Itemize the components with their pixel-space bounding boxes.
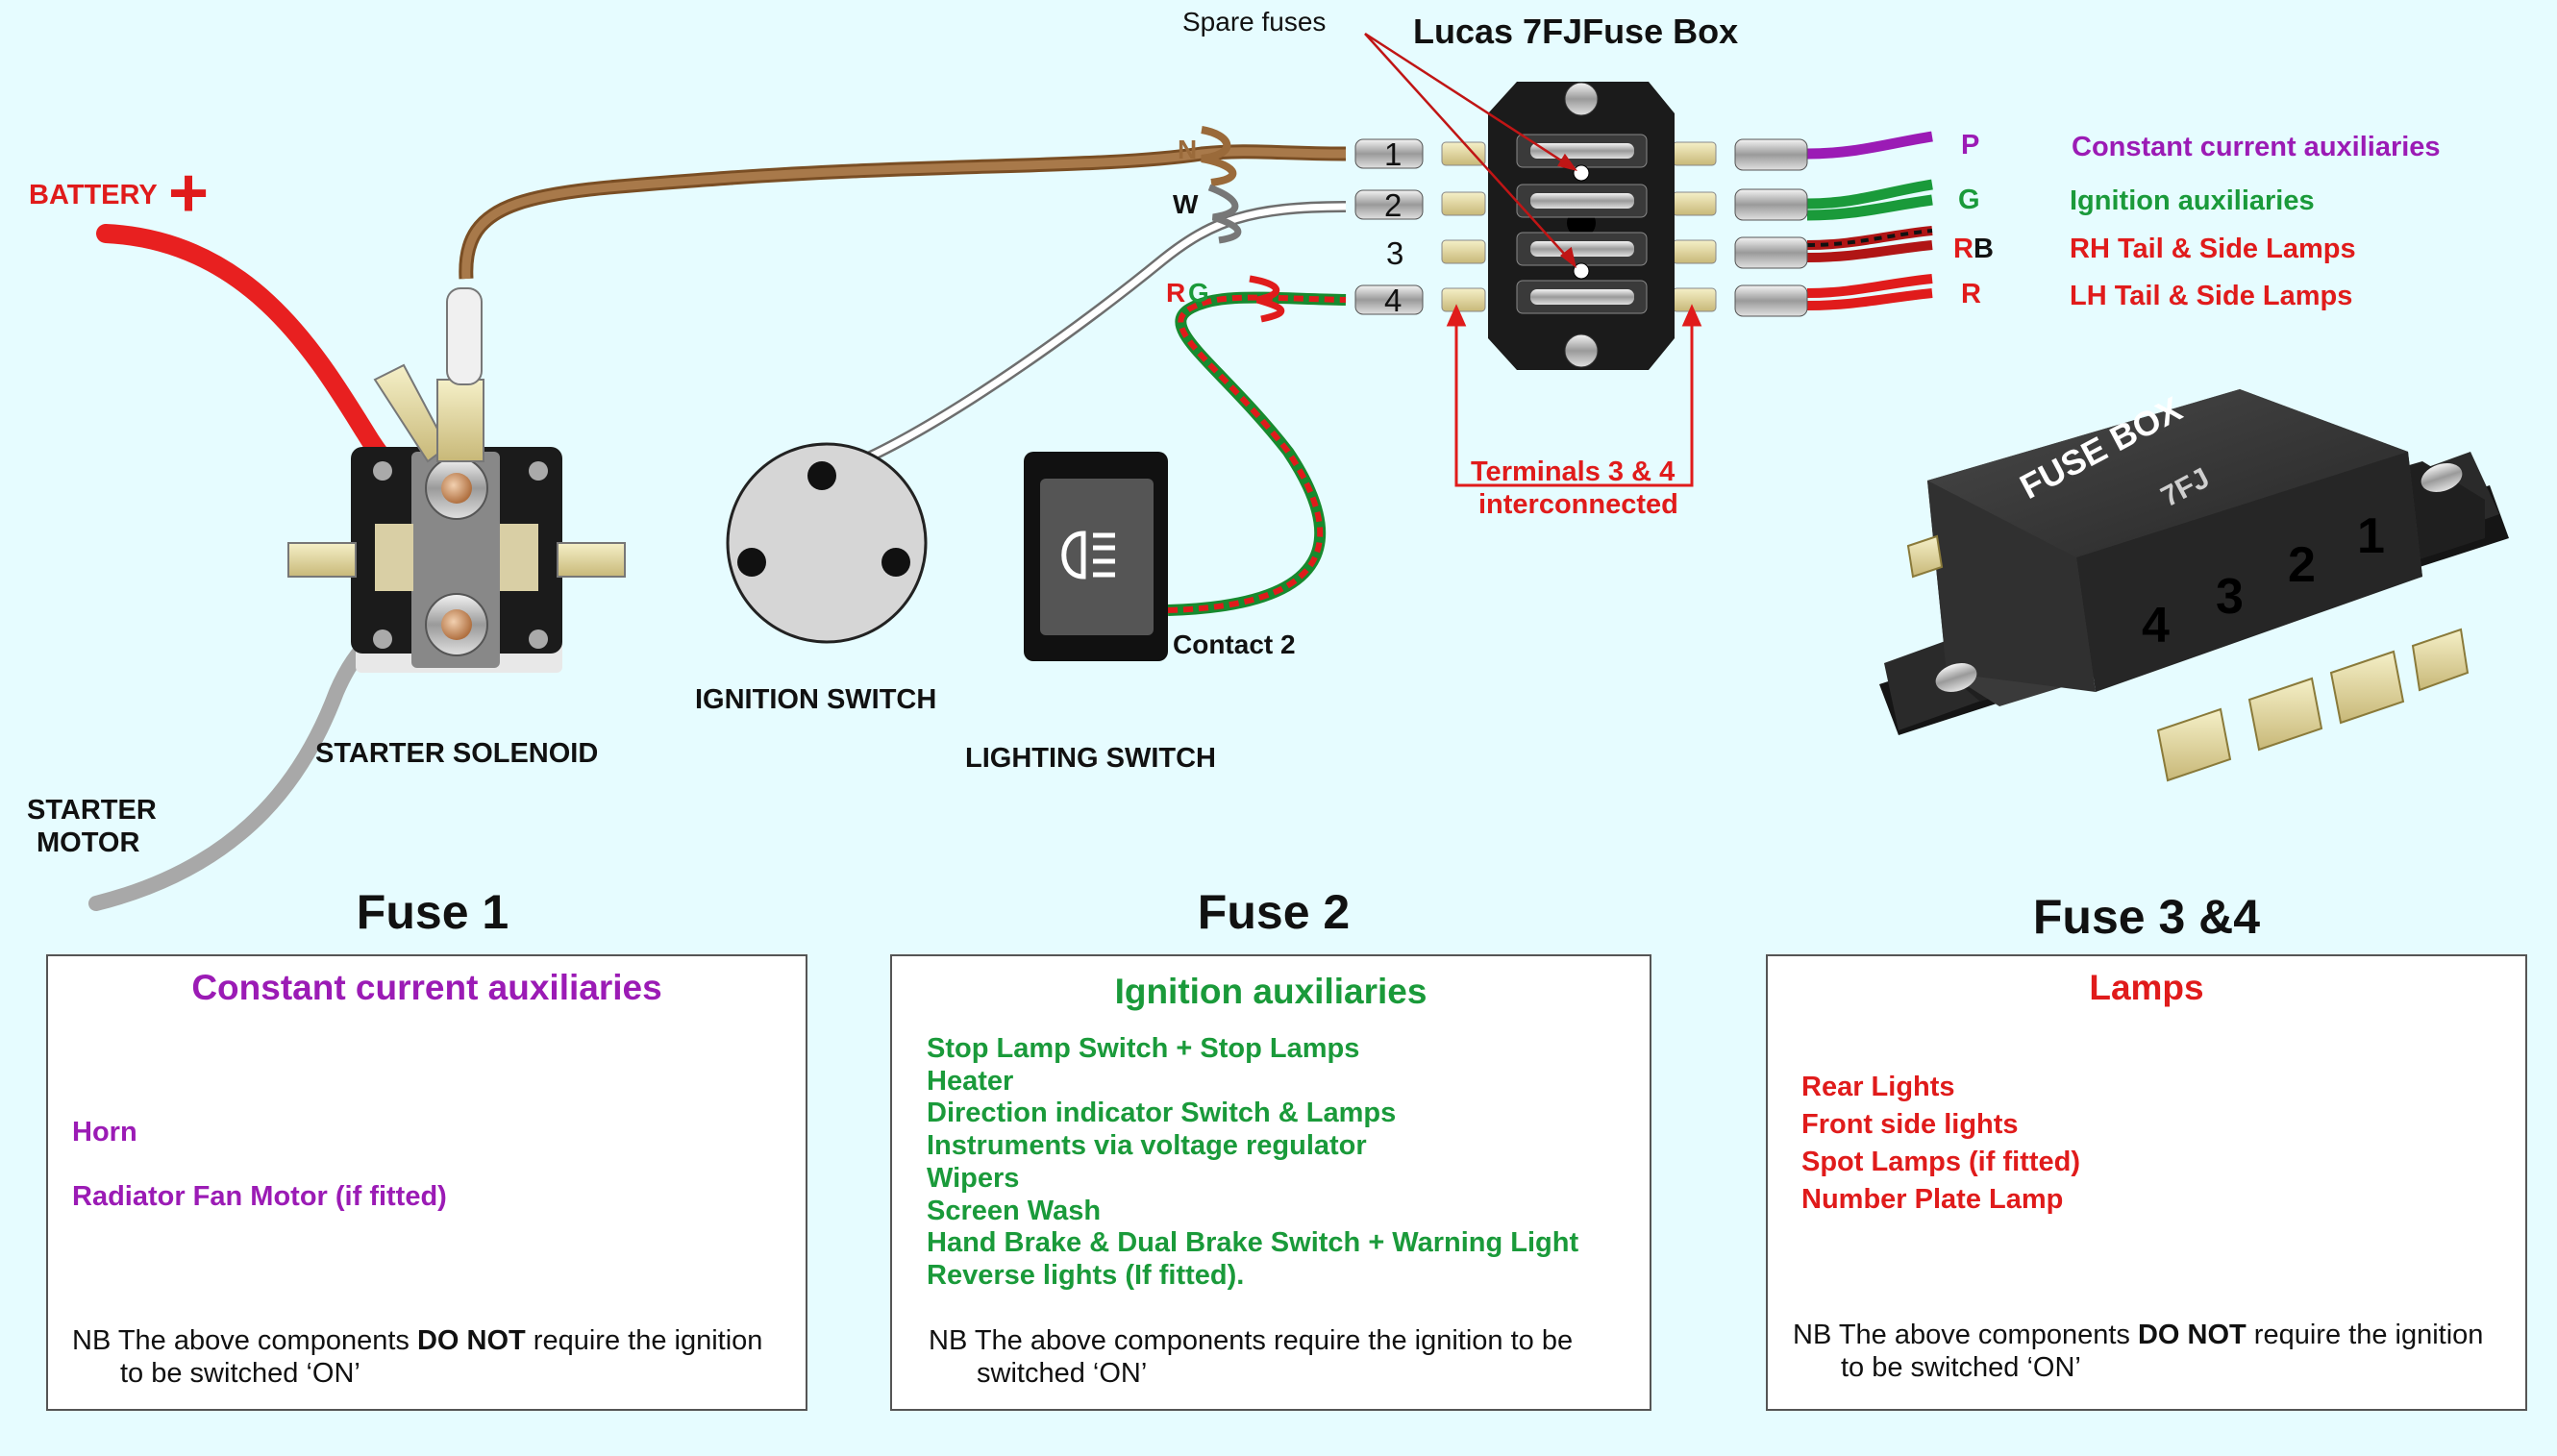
desc-constant-current: Constant current auxiliaries xyxy=(2072,132,2441,162)
fuse-2-heading: Fuse 2 xyxy=(1197,885,1351,939)
terminals-bracket xyxy=(1446,304,1702,487)
fuse-1-items: Horn Radiator Fan Motor (if fitted) xyxy=(72,1100,447,1229)
wire-code-rg-r: R xyxy=(1166,278,1185,308)
note-text: to be switched ‘ON’ xyxy=(1841,1352,2081,1383)
list-item: Horn xyxy=(72,1117,137,1148)
wiring-diagram: BATTERY + STARTER MOTOR STARTER SOLENOID… xyxy=(27,7,2509,911)
headlamp-icon xyxy=(1061,531,1115,580)
wire-code-rg-g: G xyxy=(1188,278,1209,308)
spare-fuses-arrows xyxy=(1364,32,1577,269)
fuse-2-note: NB The above components require the igni… xyxy=(929,1324,1573,1390)
fuse-3-4-items: Rear Lights Front side lights Spot Lamps… xyxy=(1801,1069,2080,1219)
starter-solenoid xyxy=(287,287,626,673)
list-item: Reverse lights (If fitted). xyxy=(927,1259,1245,1291)
lighting-switch-label: LIGHTING SWITCH xyxy=(965,743,1216,774)
fuse-3-4-title: Lamps xyxy=(2089,968,2204,1007)
fuse-2-items: Stop Lamp Switch + Stop Lamps Heater Dir… xyxy=(927,1033,1578,1293)
contact-label: Contact 2 xyxy=(1173,629,1296,659)
terminal-number-4: 4 xyxy=(1384,283,1402,318)
note-text: NB The above components require the igni… xyxy=(929,1325,1574,1356)
fusebox-top-view xyxy=(1354,82,1808,370)
note-text: NB The above components xyxy=(72,1325,417,1356)
fusebox-3d-number-2: 2 xyxy=(2288,537,2316,593)
list-item: Front side lights xyxy=(1801,1109,2019,1140)
list-item: Stop Lamp Switch + Stop Lamps xyxy=(927,1033,1360,1064)
purple-wire-p xyxy=(1806,131,1933,160)
fusebox-3d-number-4: 4 xyxy=(2142,598,2170,654)
terminals-note-2: interconnected xyxy=(1478,489,1678,520)
list-item: Heater xyxy=(927,1065,1014,1097)
desc-rh-tail: RH Tail & Side Lamps xyxy=(2070,234,2356,264)
spare-fuses-label: Spare fuses xyxy=(1182,7,1326,37)
note-emphasis: DO NOT xyxy=(2137,1320,2247,1350)
desc-ignition: Ignition auxiliaries xyxy=(2070,185,2315,216)
list-item: Direction indicator Switch & Lamps xyxy=(927,1098,1397,1129)
lighting-switch xyxy=(1024,452,1168,661)
note-text: require the ignition xyxy=(2246,1320,2484,1350)
wire-code-g: G xyxy=(1958,185,1980,215)
desc-lh-tail: LH Tail & Side Lamps xyxy=(2070,281,2352,311)
right-connectors xyxy=(1672,138,1808,317)
fuse-1-panel: Constant current auxiliaries Horn Radiat… xyxy=(46,954,807,1411)
fuse-3-4-panel: Lamps Rear Lights Front side lights Spot… xyxy=(1766,954,2527,1411)
fusebox-title: Lucas 7FJFuse Box xyxy=(1413,12,1738,51)
list-item: Spot Lamps (if fitted) xyxy=(1801,1147,2080,1177)
list-item: Wipers xyxy=(927,1162,1020,1194)
white-wire-w xyxy=(820,201,1347,481)
note-text: to be switched ‘ON’ xyxy=(120,1358,360,1389)
fuse-2-panel: Ignition auxiliaries Stop Lamp Switch + … xyxy=(890,954,1651,1411)
starter-solenoid-label: STARTER SOLENOID xyxy=(315,738,598,769)
note-text: switched ‘ON’ xyxy=(977,1358,1148,1389)
fusebox-3d xyxy=(1879,389,2509,782)
battery-label: BATTERY xyxy=(29,180,158,210)
fuses xyxy=(1516,134,1648,314)
list-item: Number Plate Lamp xyxy=(1801,1184,2064,1215)
list-item: Radiator Fan Motor (if fitted) xyxy=(72,1181,447,1212)
fuse-1-heading: Fuse 1 xyxy=(356,885,509,939)
fuse-3-4-heading: Fuse 3 &4 xyxy=(2032,890,2261,944)
list-item: Rear Lights xyxy=(1801,1072,1955,1102)
starter-motor-label-2: MOTOR xyxy=(37,827,139,858)
fuse-1-note: NB The above components DO NOT require t… xyxy=(72,1324,762,1390)
wire-code-w: W xyxy=(1173,189,1199,219)
terminals-note-1: Terminals 3 & 4 xyxy=(1471,457,1675,487)
terminal-number-2: 2 xyxy=(1384,187,1402,223)
fusebox-3d-number-1: 1 xyxy=(2357,508,2385,564)
list-item: Screen Wash xyxy=(927,1195,1102,1226)
fuse-2-title: Ignition auxiliaries xyxy=(1114,972,1427,1011)
battery-plus-icon: + xyxy=(168,155,209,232)
note-text: require the ignition xyxy=(525,1325,763,1356)
note-text: NB The above components xyxy=(1793,1320,2138,1350)
list-item: Instruments via voltage regulator xyxy=(927,1130,1367,1162)
wire-code-p: P xyxy=(1961,130,1979,160)
starter-motor-label: STARTER xyxy=(27,795,157,826)
fusebox-3d-number-3: 3 xyxy=(2216,569,2244,625)
fuse-3-4-note: NB The above components DO NOT require t… xyxy=(1793,1319,2483,1384)
wire-code-rb-r: R xyxy=(1953,234,1974,264)
ignition-switch-label: IGNITION SWITCH xyxy=(695,684,936,715)
note-emphasis: DO NOT xyxy=(416,1325,526,1356)
terminal-number-3: 3 xyxy=(1386,235,1403,271)
fuse-1-title: Constant current auxiliaries xyxy=(191,968,662,1007)
terminal-number-1: 1 xyxy=(1384,136,1402,172)
list-item: Hand Brake & Dual Brake Switch + Warning… xyxy=(927,1227,1579,1259)
wire-code-n: N xyxy=(1178,135,1197,164)
wire-code-rb-b: B xyxy=(1974,234,1994,264)
wire-code-r: R xyxy=(1961,279,1981,309)
left-connectors xyxy=(1354,138,1486,315)
ignition-switch xyxy=(726,442,928,644)
